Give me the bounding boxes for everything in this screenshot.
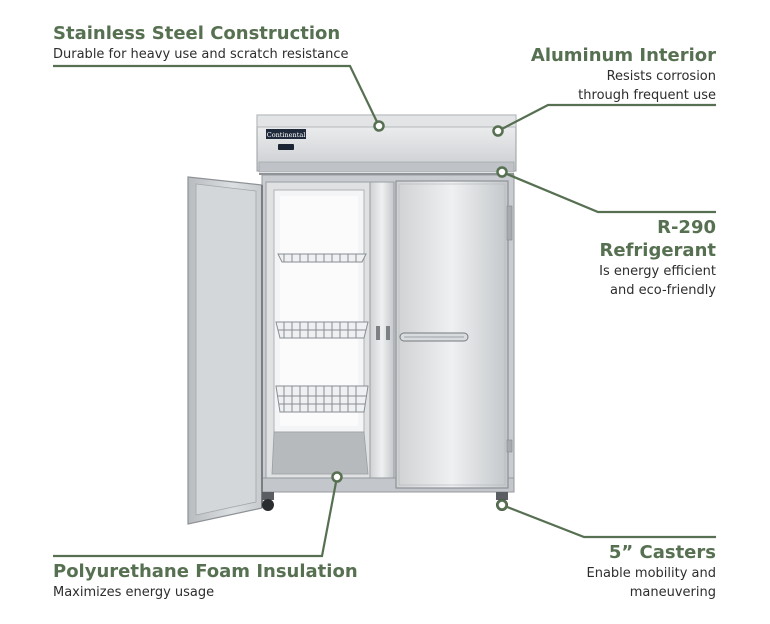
open-left-door — [187, 176, 263, 525]
top-header-panel — [256, 114, 517, 175]
marker-polyurethane — [331, 471, 343, 483]
closed-right-door — [395, 180, 513, 489]
brand-logo-text: Continental — [267, 131, 306, 139]
shelf-middle — [275, 321, 369, 339]
callout-markers — [331, 120, 508, 511]
callout-aluminum-interior: Aluminum Interior Resists corrosion thro… — [531, 44, 716, 105]
callout-polyurethane-insulation: Polyurethane Foam Insulation Maximizes e… — [53, 560, 358, 602]
marker-stainless — [373, 120, 385, 132]
callout-leader-lines — [53, 64, 716, 558]
marker-casters — [496, 499, 508, 511]
callout-title: Stainless Steel Construction — [53, 23, 341, 44]
casters — [262, 492, 508, 511]
callout-casters: 5” Casters Enable mobility and maneuveri… — [587, 541, 717, 602]
marker-r290 — [496, 166, 508, 178]
callout-description-line: maneuvering — [629, 585, 716, 600]
callout-title: Aluminum Interior — [530, 45, 716, 66]
door-handle — [399, 332, 469, 342]
callout-r290-refrigerant: R-290 Refrigerant Is energy efficient an… — [599, 216, 716, 300]
wire-shelves — [275, 253, 369, 413]
callout-description: Maximizes energy usage — [53, 585, 215, 600]
callout-description-line: Is energy efficient — [599, 264, 716, 279]
callout-title-line: R-290 — [657, 217, 716, 238]
callout-title-line: Refrigerant — [599, 240, 716, 261]
callout-title: 5” Casters — [608, 542, 716, 563]
callout-description: Durable for heavy use and scratch resist… — [53, 47, 349, 62]
brand-logo: Continental — [266, 129, 306, 150]
callout-description-line: and eco-friendly — [610, 283, 716, 298]
shelf-top — [277, 253, 367, 263]
callout-description-line: Resists corrosion — [606, 69, 716, 84]
callout-stainless-steel: Stainless Steel Construction Durable for… — [53, 22, 349, 64]
shelf-bottom — [275, 385, 369, 413]
callout-title: Polyurethane Foam Insulation — [53, 561, 358, 582]
door-hinge — [506, 205, 513, 241]
temperature-display — [278, 144, 294, 150]
callout-description-line: through frequent use — [578, 88, 716, 103]
callout-description-line: Enable mobility and — [586, 566, 717, 581]
marker-aluminum — [492, 125, 504, 137]
